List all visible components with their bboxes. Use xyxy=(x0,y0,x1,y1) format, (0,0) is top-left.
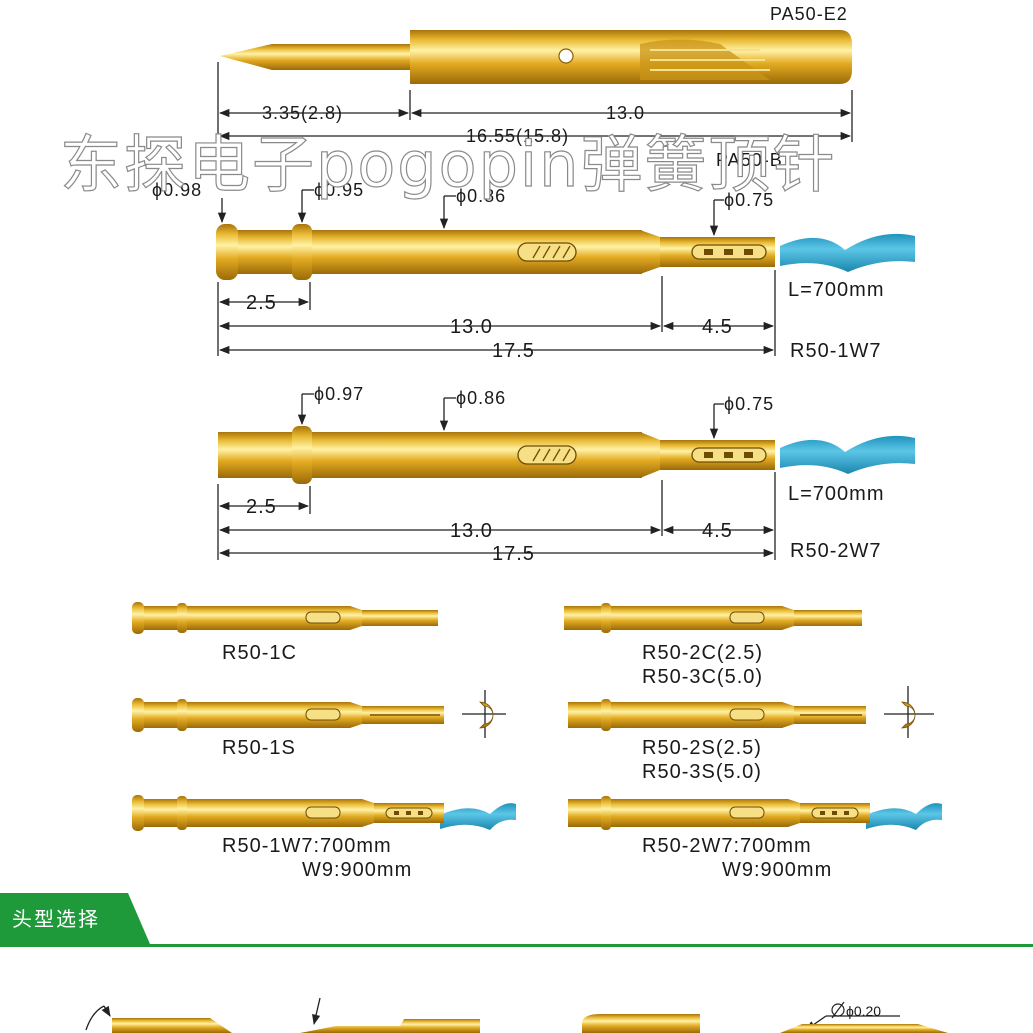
tip-shape-4 xyxy=(780,1001,948,1033)
label-r50-1s: R50-1S xyxy=(222,737,296,759)
pin-r50-1w7 xyxy=(216,224,915,280)
dim-top-left: 3.35(2.8) xyxy=(262,103,343,123)
label-r50-1c: R50-1C xyxy=(222,642,297,664)
dim-a-2w7: 2.5 xyxy=(246,496,277,518)
dimension-lines-top xyxy=(217,62,853,142)
label-r50-2w7-900: W9:900mm xyxy=(722,859,832,881)
dimension-lines-1w7 xyxy=(217,270,776,356)
tip-dimension: ϕ0.20 xyxy=(846,1003,881,1019)
pin-model-pa50-b: PA50-B xyxy=(716,150,783,170)
label-r50-1w7-700: R50-1W7:700mm xyxy=(222,835,392,857)
variant-r50-1w7 xyxy=(132,795,516,831)
dim-total-1w7: 17.5 xyxy=(492,340,535,362)
phi-body-1w7: ϕ0.86 xyxy=(456,186,506,206)
phi-ring-2w7: ϕ0.97 xyxy=(314,384,364,404)
section-header xyxy=(0,893,1033,947)
dim-b-2w7: 13.0 xyxy=(450,520,493,542)
label-r50-2c: R50-2C(2.5) xyxy=(642,642,763,664)
label-r50-2s: R50-2S(2.5) xyxy=(642,737,762,759)
model-r50-1w7: R50-1W7 xyxy=(790,340,881,362)
dim-b-1w7: 13.0 xyxy=(450,316,493,338)
section-title: 头型选择 xyxy=(12,907,100,931)
variant-r50-2c xyxy=(564,603,862,633)
dim-total-2w7: 17.5 xyxy=(492,543,535,565)
watermark-text: 东探电子pogopin弹簧顶针 xyxy=(60,128,836,201)
dim-top-right: 13.0 xyxy=(606,103,645,123)
dim-top-total: 16.55(15.8) xyxy=(466,126,569,146)
dim-c-2w7: 4.5 xyxy=(702,520,733,542)
wire-length-1w7: L=700mm xyxy=(788,279,885,301)
label-r50-3c: R50-3C(5.0) xyxy=(642,666,763,688)
tip-shape-1 xyxy=(85,1005,232,1033)
model-r50-2w7: R50-2W7 xyxy=(790,540,881,562)
pin-model-top: PA50-E2 xyxy=(770,4,848,24)
cross-section-icon-2s xyxy=(884,686,934,738)
tip-shape-3 xyxy=(582,1014,700,1033)
phi-head-1w7: ϕ0.98 xyxy=(152,180,202,200)
tip-shape-2 xyxy=(300,997,480,1033)
phi-tail-2w7: ϕ0.75 xyxy=(724,394,774,414)
phi-ring-1w7: ϕ0.95 xyxy=(314,180,364,200)
dimension-lines-2w7 xyxy=(217,472,776,560)
phi-leaders-1w7 xyxy=(217,189,724,237)
phi-tail-1w7: ϕ0.75 xyxy=(724,190,774,210)
variant-r50-2w7 xyxy=(568,796,942,830)
label-r50-3s: R50-3S(5.0) xyxy=(642,761,762,783)
phi-leaders-2w7 xyxy=(297,393,724,440)
variant-r50-1c xyxy=(132,602,438,634)
label-r50-2w7-700: R50-2W7:700mm xyxy=(642,835,812,857)
dim-a-1w7: 2.5 xyxy=(246,292,277,314)
variant-r50-1s xyxy=(132,698,444,732)
cross-section-icon-1s xyxy=(462,690,506,738)
pin-r50-2w7 xyxy=(218,426,915,484)
wire-length-2w7: L=700mm xyxy=(788,483,885,505)
phi-body-2w7: ϕ0.86 xyxy=(456,388,506,408)
pin-pa50-e2 xyxy=(220,30,852,84)
dim-c-1w7: 4.5 xyxy=(702,316,733,338)
label-r50-1w7-900: W9:900mm xyxy=(302,859,412,881)
variant-r50-2s xyxy=(568,699,866,731)
